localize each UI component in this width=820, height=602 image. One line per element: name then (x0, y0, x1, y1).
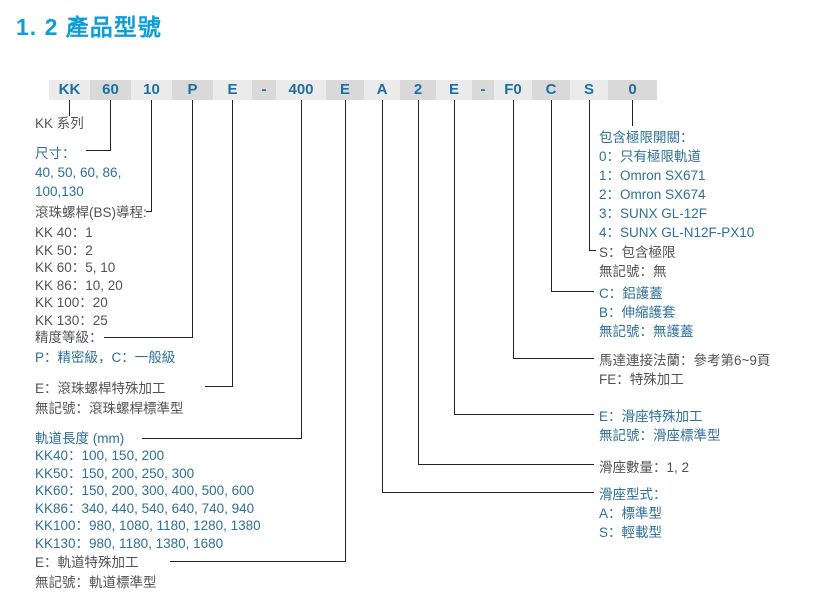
precision-block: 精度等級： P：精密級，C：一般級 (35, 328, 175, 367)
model-segment-dash2: - (472, 80, 494, 100)
cover-line2: B：伸縮護套 (599, 305, 676, 320)
limit-switch-item: 2：Omron SX674 (599, 187, 706, 202)
rail-length-item: KK130：980, 1180, 1380, 1680 (35, 535, 224, 551)
limit-switch-block: 包含極限開關： 0：只有極限軌道 1：Omron SX671 2：Omron S… (599, 128, 754, 242)
cover-line3: 無記號：無護蓋 (599, 324, 694, 339)
rail-length-item: KK100：980, 1080, 1180, 1280, 1380 (35, 518, 261, 534)
s-limit-line1: S：包含極限 (599, 245, 676, 260)
limit-switch-item: 4：SUNX GL-N12F-PX10 (599, 225, 755, 240)
connector-flange-vertical (513, 100, 514, 358)
limit-switch-heading: 包含極限開關： (599, 130, 694, 145)
connector-lead-horizontal (146, 211, 152, 212)
model-segment-flange: F0 (494, 80, 532, 100)
slider-special-line2: 無記號：滑座標準型 (599, 428, 721, 443)
s-limit-block: S：包含極限 無記號：無 (599, 243, 676, 281)
bs-lead-item: KK 100：20 (35, 295, 108, 310)
connector-size-horizontal (86, 150, 111, 151)
bs-lead-item: KK 60：5, 10 (35, 260, 116, 275)
connector-cover-horizontal (551, 291, 594, 292)
bs-special-block: E：滾珠螺桿特殊加工 無記號：滾珠螺桿標準型 (35, 379, 184, 418)
flange-line1: 馬達連接法蘭：參考第6~9頁 (599, 353, 771, 368)
model-segment-switch: 0 (608, 80, 657, 100)
connector-switch-vertical (632, 100, 633, 126)
bs-special-line2: 無記號：滾珠螺桿標準型 (35, 400, 184, 416)
model-segment-slider-special: E (436, 80, 472, 100)
connector-cover-vertical (551, 100, 552, 291)
slider-type-block: 滑座型式： A：標準型 S：輕載型 (599, 485, 667, 542)
connector-s-limit-horizontal (589, 250, 596, 251)
bs-lead-item: KK 50：2 (35, 242, 93, 258)
bs-special-line1: E：滾珠螺桿特殊加工 (35, 381, 166, 396)
size-heading: 尺寸： (35, 146, 76, 161)
connector-lead-vertical (151, 100, 152, 211)
model-segment-lead: 10 (131, 80, 172, 100)
bs-lead-item: KK 86：10, 20 (35, 277, 123, 293)
slider-qty-label: 滑座數量：1, 2 (599, 460, 690, 475)
slider-type-heading: 滑座型式： (599, 487, 667, 502)
size-values-2: 100,130 (35, 184, 84, 199)
model-segment-s-limit: S (570, 80, 608, 100)
precision-detail: P：精密級，C：一般級 (35, 349, 176, 365)
bs-lead-item: KK 40：1 (35, 225, 93, 240)
connector-size-vertical (110, 100, 111, 150)
slider-type-line1: A：標準型 (599, 506, 663, 521)
slider-type-line2: S：輕載型 (599, 525, 663, 540)
connector-slider-qty-horizontal (418, 464, 594, 465)
bs-lead-list: KK 40：1 KK 50：2 KK 60：5, 10 KK 86：10, 20… (35, 224, 123, 329)
connector-precision-horizontal (104, 337, 193, 338)
connector-length-horizontal (142, 438, 302, 439)
connector-rail-special-vertical (345, 100, 346, 561)
rail-length-list: KK40：100, 150, 200 KK50：150, 200, 250, 3… (35, 447, 261, 553)
connector-kk-vertical (69, 100, 70, 116)
limit-switch-item: 1：Omron SX671 (599, 168, 706, 183)
rail-special-line1: E：軌道特殊加工 (35, 555, 139, 570)
rail-length-item: KK50：150, 200, 250, 300 (35, 465, 195, 481)
bs-lead-heading: 滾珠螺桿(BS)導程: (35, 205, 147, 220)
connector-slider-qty-vertical (418, 100, 419, 464)
connector-flange-horizontal (513, 358, 594, 359)
model-segment-cover: C (532, 80, 570, 100)
connector-length-vertical (301, 100, 302, 438)
slider-special-block: E：滑座特殊加工 無記號：滑座標準型 (599, 407, 721, 445)
precision-heading: 精度等級： (35, 330, 103, 345)
model-segment-kk: KK (49, 80, 90, 100)
connector-slider-special-horizontal (454, 414, 594, 415)
connector-bs-special-horizontal (205, 386, 233, 387)
limit-switch-item: 3：SUNX GL-12F (599, 206, 708, 221)
cover-line1: C：鋁護蓋 (599, 286, 663, 301)
rail-length-item: KK60：150, 200, 300, 400, 500, 600 (35, 483, 255, 499)
section-title: 1. 2 產品型號 (16, 14, 162, 40)
connector-slider-type-vertical (382, 100, 383, 492)
model-segment-dash1: - (252, 80, 276, 100)
connector-rail-special-horizontal (170, 561, 346, 562)
label-size-block: 尺寸： 40, 50, 60, 86, 100,130 (35, 144, 121, 201)
connector-slider-special-vertical (454, 100, 455, 414)
model-segment-size: 60 (90, 80, 131, 100)
rail-length-item: KK40：100, 150, 200 (35, 448, 165, 463)
s-limit-line2: 無記號：無 (599, 264, 667, 279)
rail-special-block: E：軌道特殊加工 無記號：軌道標準型 (35, 553, 157, 592)
rail-length-item: KK86：340, 440, 540, 640, 740, 940 (35, 500, 255, 516)
model-segment-slider-qty: 2 (400, 80, 436, 100)
model-segment-rail-special: E (326, 80, 364, 100)
model-segment-bs-special: E (213, 80, 252, 100)
connector-slider-type-horizontal (382, 492, 594, 493)
bs-lead-item: KK 130：25 (35, 312, 108, 328)
rail-special-line2: 無記號：軌道標準型 (35, 574, 157, 590)
label-kk-series: KK 系列 (35, 116, 84, 131)
size-values-1: 40, 50, 60, 86, (35, 165, 122, 180)
connector-bs-special-vertical (232, 100, 233, 386)
model-segment-precision: P (172, 80, 213, 100)
flange-block: 馬達連接法蘭：參考第6~9頁 FE：特殊加工 (599, 351, 770, 389)
cover-block: C：鋁護蓋 B：伸縮護套 無記號：無護蓋 (599, 284, 694, 341)
model-segment-length: 400 (276, 80, 326, 100)
model-segment-slider-type: A (364, 80, 400, 100)
flange-line2: FE：特殊加工 (599, 372, 684, 387)
rail-length-heading: 軌道長度 (mm) (35, 431, 125, 446)
connector-precision-vertical (192, 100, 193, 337)
limit-switch-item: 0：只有極限軌道 (599, 149, 702, 164)
slider-special-line1: E：滑座特殊加工 (599, 409, 703, 424)
connector-s-limit-vertical (589, 100, 590, 250)
